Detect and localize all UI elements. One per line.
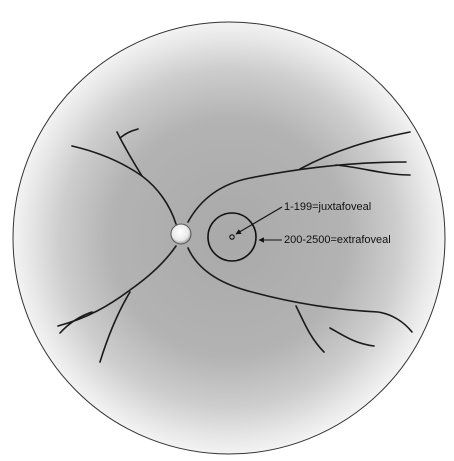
optic-disc: [171, 224, 191, 244]
extrafoveal-label: 200-2500=extrafoveal: [284, 234, 391, 246]
juxtafoveal-label: 1-199=juxtafoveal: [284, 201, 371, 213]
